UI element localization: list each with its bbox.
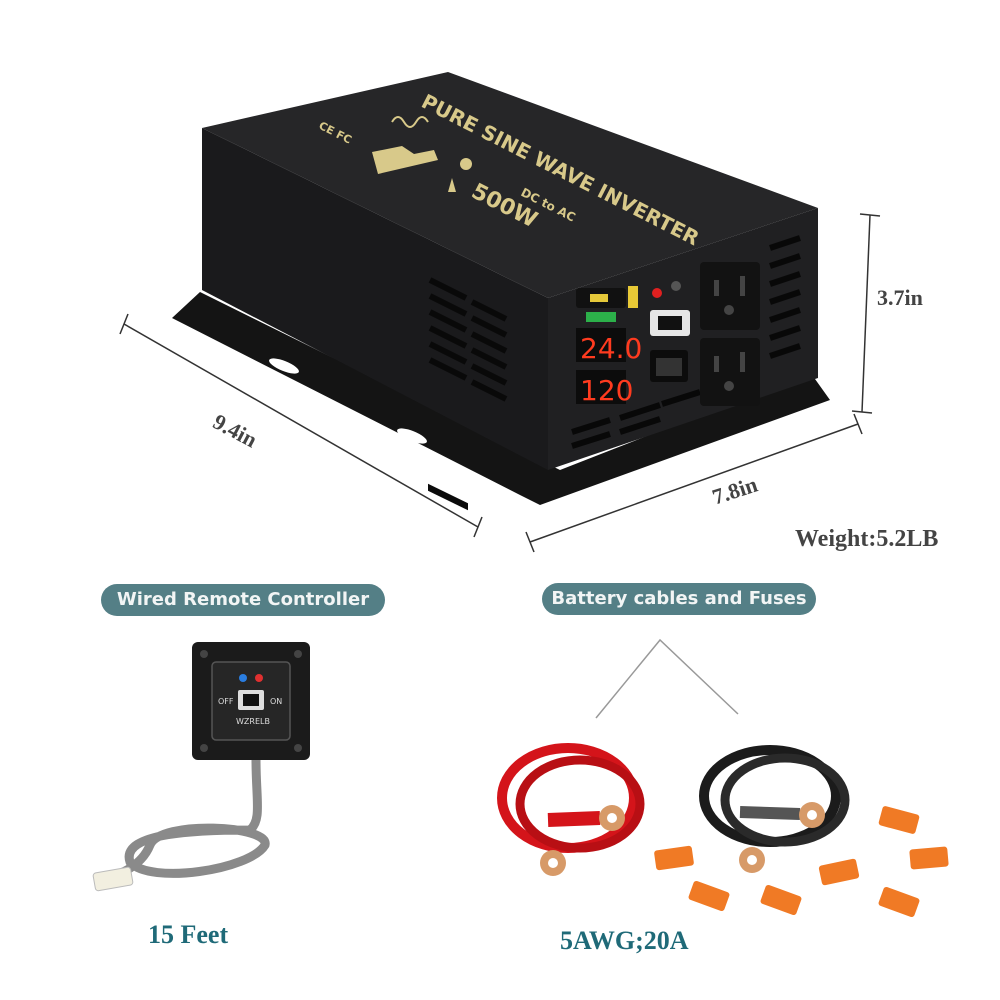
remote-cable <box>99 759 270 885</box>
side-vent-slots <box>428 277 508 402</box>
remote-controller: OFF ON WZRELB <box>192 642 310 760</box>
remote-off-label: OFF <box>218 697 234 706</box>
red-battery-cable <box>497 743 645 876</box>
fuse-icon <box>654 845 694 871</box>
input-voltage-value: 24.0 <box>580 332 642 365</box>
side-vents <box>428 483 468 511</box>
remote-red-led <box>255 674 263 682</box>
input-voltage-display <box>576 328 626 362</box>
fuse-icon <box>878 806 920 834</box>
rj45-connector <box>92 866 134 892</box>
height-dimension-line <box>861 214 871 413</box>
black-battery-cable <box>699 745 850 873</box>
blade-fuses <box>654 806 949 918</box>
fuse-icon <box>909 846 949 870</box>
warning-indicator <box>628 286 638 308</box>
remote-brand-label: WZRELB <box>236 717 270 726</box>
ac-outlet-bottom[interactable] <box>700 338 760 406</box>
remote-on-label: ON <box>270 697 282 706</box>
cable-length-caption: 15 Feet <box>148 920 229 949</box>
house-icon <box>372 146 438 174</box>
mounting-flange <box>172 292 830 505</box>
output-voltage-display <box>576 370 626 404</box>
inverter-side-face <box>202 128 548 470</box>
fuse-icon <box>760 884 802 916</box>
fuse-icon <box>818 858 860 886</box>
remote-section-title: Wired Remote Controller <box>101 584 385 616</box>
remote-blue-led <box>239 674 247 682</box>
fuse-icon <box>688 880 730 912</box>
status-led-green <box>586 312 616 322</box>
fault-led <box>652 288 662 298</box>
output-voltage-value: 120 <box>580 374 633 407</box>
dimension-lines <box>119 213 881 553</box>
width-dimension-line <box>529 423 859 543</box>
wind-turbine-icon <box>448 178 456 192</box>
inverter-top-face <box>202 72 818 298</box>
length-dimension-line <box>123 323 479 528</box>
front-vents <box>571 235 801 449</box>
ac-outlet-top[interactable] <box>700 262 760 330</box>
cable-spec-caption: 5AWG;20A <box>560 926 689 955</box>
weight-label: Weight:5.2LB <box>795 526 939 552</box>
sun-icon <box>460 158 472 170</box>
accessories-section-title: Battery cables and Fuses <box>542 583 816 615</box>
power-led <box>671 281 681 291</box>
accessory-bracket <box>595 638 739 719</box>
fuse-icon <box>878 886 920 918</box>
sine-wave-icon <box>391 116 429 128</box>
height-label: 3.7in <box>877 285 923 310</box>
